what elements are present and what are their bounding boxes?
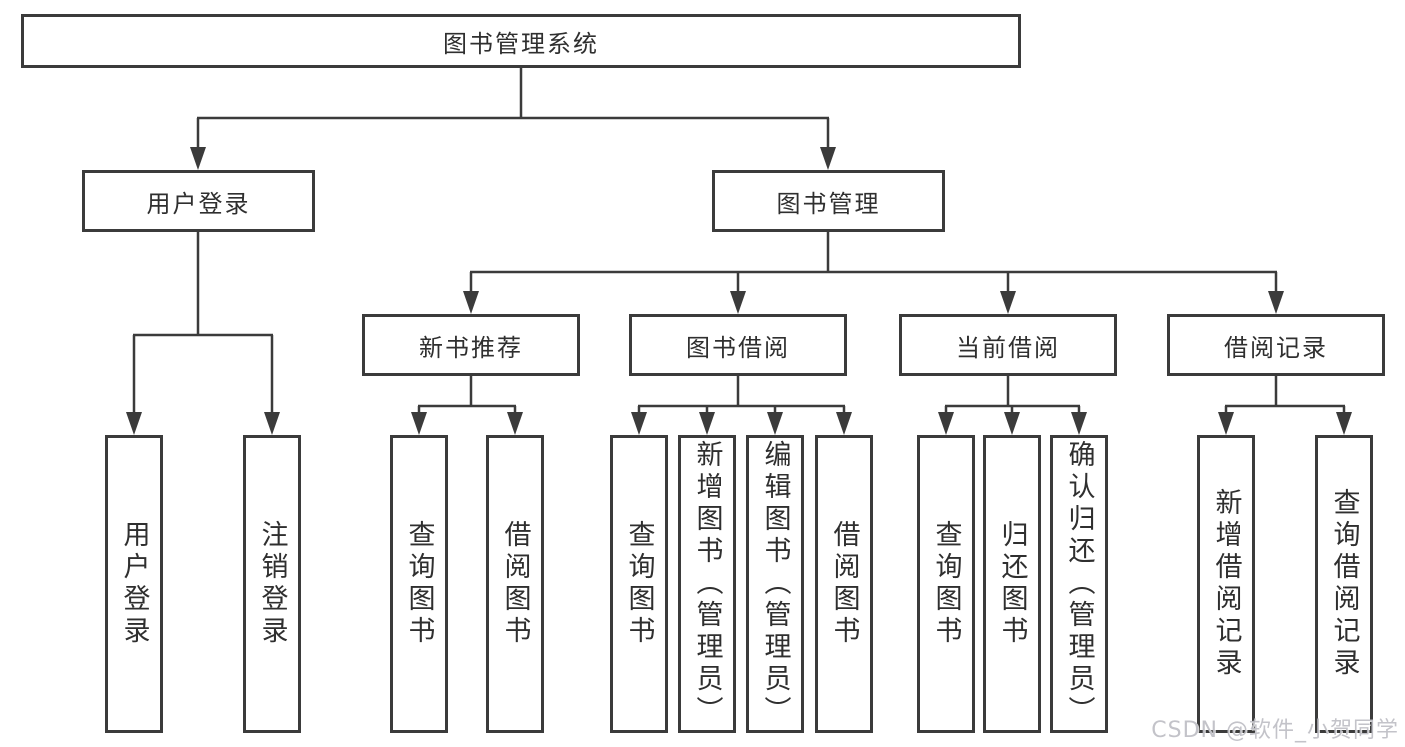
- leaf-confirm-return-admin: 确认归还（管理员）: [1050, 435, 1108, 733]
- node-book-management: 图书管理: [712, 170, 945, 232]
- leaf-logout: 注销登录: [243, 435, 301, 733]
- node-borrowing-records: 借阅记录: [1167, 314, 1385, 376]
- node-user-login: 用户登录: [82, 170, 315, 232]
- leaf-query-books-recommend: 查询图书: [390, 435, 448, 733]
- leaf-borrow-books: 借阅图书: [815, 435, 873, 733]
- leaf-query-borrow-record: 查询借阅记录: [1315, 435, 1373, 733]
- node-current-borrowing: 当前借阅: [899, 314, 1117, 376]
- leaf-user-login: 用户登录: [105, 435, 163, 733]
- leaf-query-books-current: 查询图书: [917, 435, 975, 733]
- csdn-watermark: CSDN @软件_小贺同学: [1151, 718, 1399, 743]
- leaf-add-borrow-record: 新增借阅记录: [1197, 435, 1255, 733]
- leaf-add-book-admin: 新增图书（管理员）: [678, 435, 736, 733]
- node-new-book-recommend: 新书推荐: [362, 314, 580, 376]
- leaf-query-books-borrowing: 查询图书: [610, 435, 668, 733]
- leaf-return-books: 归还图书: [983, 435, 1041, 733]
- node-library-management-system: 图书管理系统: [21, 14, 1021, 68]
- leaf-borrow-books-recommend: 借阅图书: [486, 435, 544, 733]
- leaf-edit-book-admin: 编辑图书（管理员）: [746, 435, 804, 733]
- node-book-borrowing: 图书借阅: [629, 314, 847, 376]
